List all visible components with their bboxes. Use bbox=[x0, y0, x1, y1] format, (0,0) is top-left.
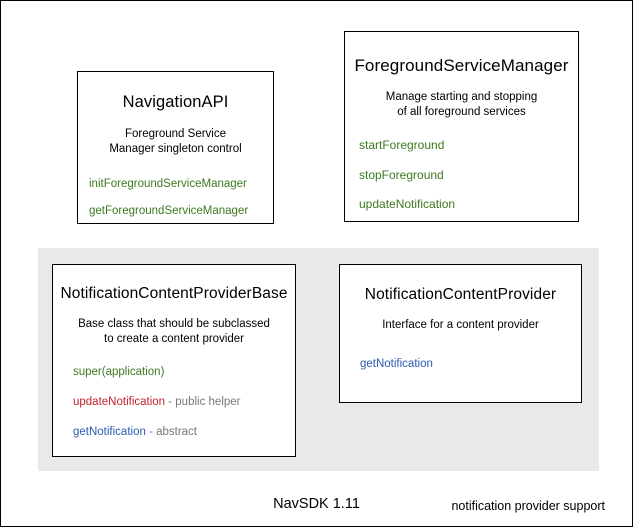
class-title-foreground-service-manager: ForegroundServiceManager bbox=[354, 56, 569, 75]
member-list-navigation-api: initForegroundServiceManager getForegrou… bbox=[78, 178, 273, 219]
member-name: getNotification bbox=[360, 357, 433, 370]
member-name: updateNotification bbox=[73, 396, 166, 409]
member-row[interactable]: getNotification bbox=[360, 358, 581, 372]
member-name: updateNotification bbox=[359, 197, 456, 212]
notification-provider-support-label: notification provider support bbox=[451, 499, 605, 513]
diagram-footer-version-label: NavSDK 1.11 bbox=[273, 496, 360, 512]
class-box-notification-content-provider[interactable]: NotificationContentProvider Interface fo… bbox=[339, 264, 582, 403]
class-title-notification-content-provider: NotificationContentProvider bbox=[364, 286, 557, 303]
member-row[interactable]: stopForeground bbox=[359, 168, 578, 182]
member-note: - public helper bbox=[165, 396, 241, 409]
class-box-foreground-service-manager[interactable]: ForegroundServiceManager Manage starting… bbox=[344, 31, 579, 222]
member-list-foreground-service-manager: startForeground stopForeground updateNot… bbox=[345, 138, 578, 211]
member-name: getForegroundServiceManager bbox=[89, 205, 249, 218]
class-title-navigation-api: NavigationAPI bbox=[122, 93, 229, 111]
member-list-notification-content-provider: getNotification bbox=[340, 358, 581, 372]
class-description-notification-content-provider: Interface for a content provider bbox=[382, 319, 539, 331]
member-row[interactable]: getNotification - abstract bbox=[73, 426, 295, 440]
member-name: stopForeground bbox=[359, 167, 444, 182]
member-row[interactable]: startForeground bbox=[359, 138, 578, 152]
member-name: startForeground bbox=[359, 138, 445, 153]
member-name: super(application) bbox=[73, 366, 165, 379]
member-list-notification-content-provider-base: super(application) updateNotification - … bbox=[53, 366, 295, 439]
member-name: initForegroundServiceManager bbox=[89, 178, 247, 191]
class-title-notification-content-provider-base: NotificationContentProviderBase bbox=[60, 285, 288, 302]
member-row[interactable]: getForegroundServiceManager bbox=[89, 205, 273, 219]
member-name: getNotification bbox=[73, 426, 146, 439]
member-note: - abstract bbox=[145, 426, 198, 439]
member-row[interactable]: super(application) bbox=[73, 366, 295, 380]
member-row[interactable]: updateNotification - public helper bbox=[73, 396, 295, 410]
member-row[interactable]: updateNotification bbox=[359, 197, 578, 211]
member-row[interactable]: initForegroundServiceManager bbox=[89, 178, 273, 192]
class-box-notification-content-provider-base[interactable]: NotificationContentProviderBase Base cla… bbox=[52, 264, 296, 457]
